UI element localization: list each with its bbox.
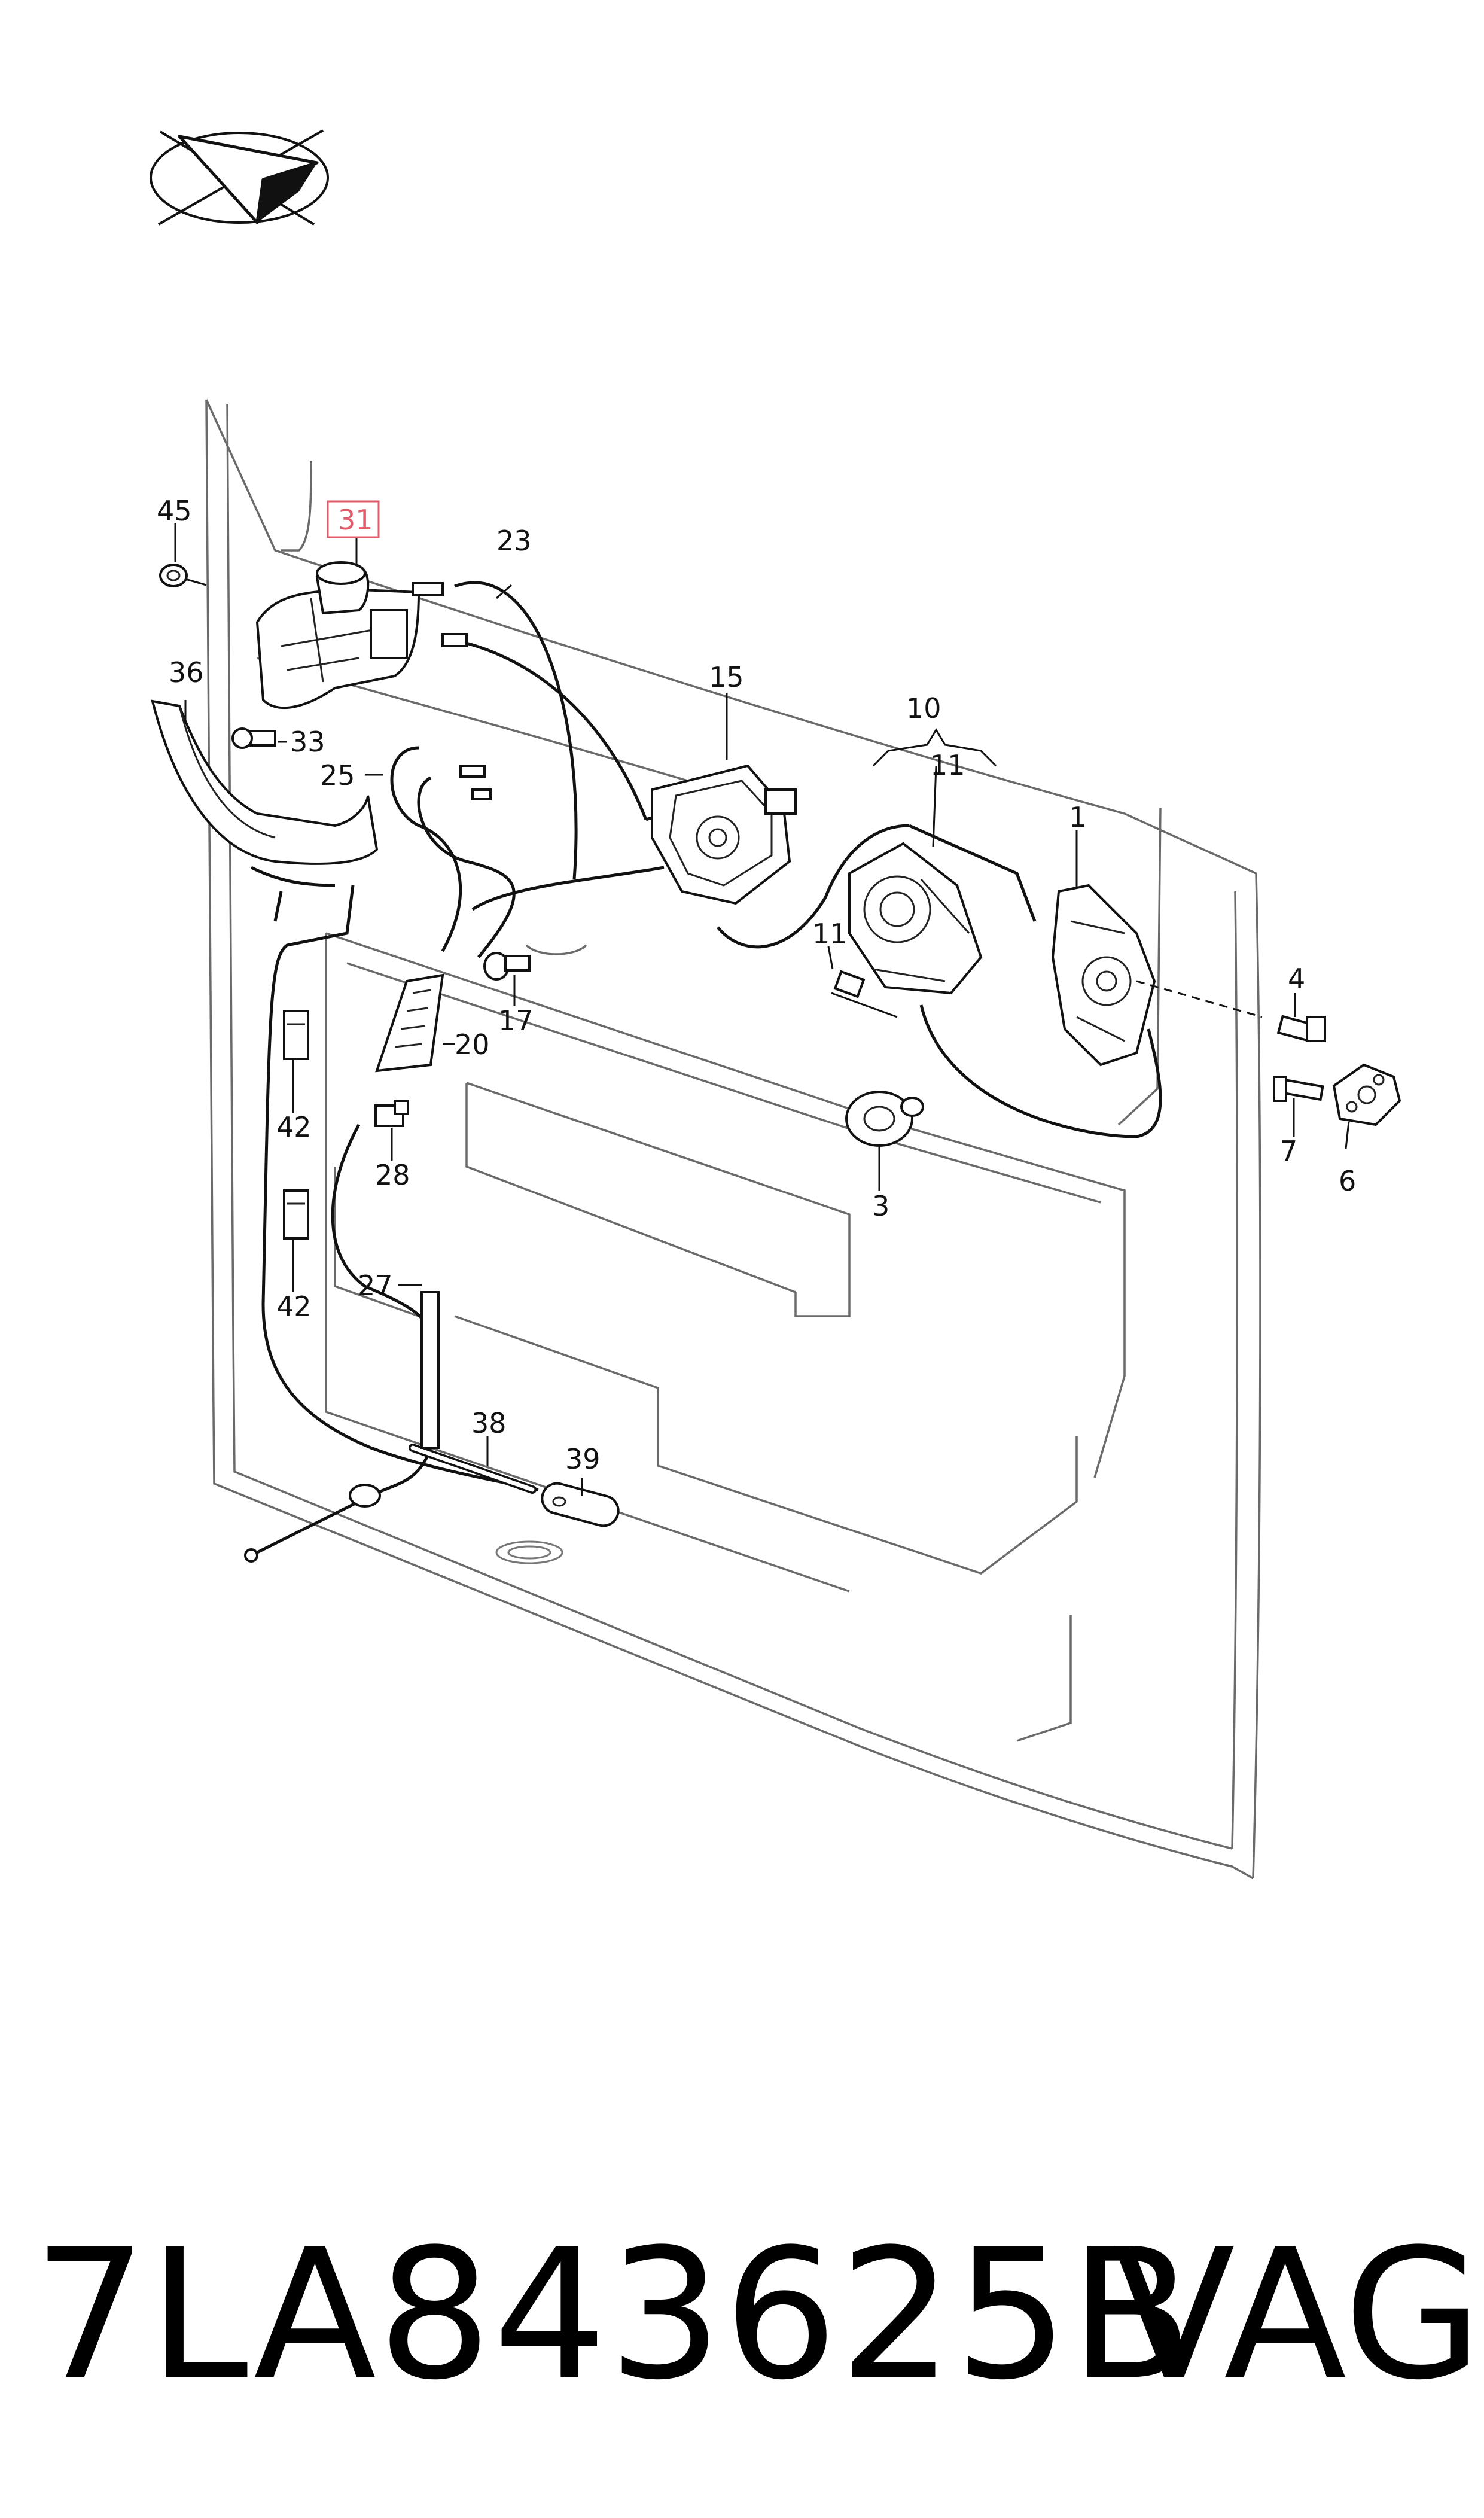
clip-42b — [283, 1189, 309, 1240]
callout-6: 6 — [1339, 1165, 1356, 1197]
callout-31: 31 — [338, 504, 373, 536]
callout-7: 7 — [1280, 1135, 1297, 1167]
callout-11b: 11 — [812, 918, 848, 950]
callout-17: 17 — [498, 1004, 534, 1037]
callout-4: 4 — [1288, 963, 1305, 995]
callout-28: 28 — [375, 1159, 410, 1191]
callout-42b: 42 — [276, 1290, 312, 1323]
rod-38 — [409, 1444, 537, 1494]
callout-33: 33 — [290, 726, 325, 758]
bolt-4 — [1276, 1015, 1326, 1042]
callouts: 45 31 23 36 33 25 15 10 11 1 11 4 17 20 … — [157, 495, 1356, 1475]
orientation-compass-icon — [150, 129, 329, 226]
callout-23: 23 — [496, 525, 532, 557]
clip-17 — [483, 952, 531, 981]
callout-27: 27 — [358, 1269, 393, 1302]
callout-38: 38 — [471, 1407, 507, 1439]
actuator-motor-10 — [848, 842, 983, 995]
callout-15: 15 — [709, 661, 744, 693]
fitting-11 — [831, 970, 898, 1018]
connector-28 — [374, 1100, 409, 1127]
callout-3: 3 — [872, 1190, 889, 1222]
brand-label: VAG — [1113, 2211, 1483, 2419]
lock-actuator-15 — [651, 764, 797, 905]
callout-42a: 42 — [276, 1111, 312, 1143]
callout-20: 20 — [455, 1028, 490, 1061]
grommet-45 — [159, 564, 188, 587]
leader-lines — [174, 523, 1350, 1496]
part-number: 7LA843625B — [33, 2211, 1194, 2419]
callout-10: 10 — [906, 692, 941, 724]
callout-1: 1 — [1069, 801, 1086, 833]
pad-39 — [541, 1482, 620, 1527]
callout-36: 36 — [169, 656, 204, 689]
callout-31-highlight — [327, 500, 380, 538]
screw-33 — [231, 727, 276, 749]
callout-45: 45 — [157, 495, 192, 527]
door-lock-1 — [1051, 884, 1263, 1067]
callout-39: 39 — [565, 1443, 601, 1475]
switch-20 — [375, 973, 444, 1073]
interior-handle-31 — [255, 561, 420, 710]
striker-6 — [1332, 1063, 1401, 1126]
cable-ends-23 — [412, 582, 492, 800]
cover-cap-3 — [845, 1091, 924, 1147]
callout-11a: 11 — [930, 749, 965, 781]
bolt-7 — [1273, 1076, 1324, 1102]
cable-27 — [244, 1291, 440, 1563]
clip-42a — [283, 1010, 309, 1060]
callout-25: 25 — [320, 759, 355, 791]
handle-trim-36 — [151, 699, 379, 865]
